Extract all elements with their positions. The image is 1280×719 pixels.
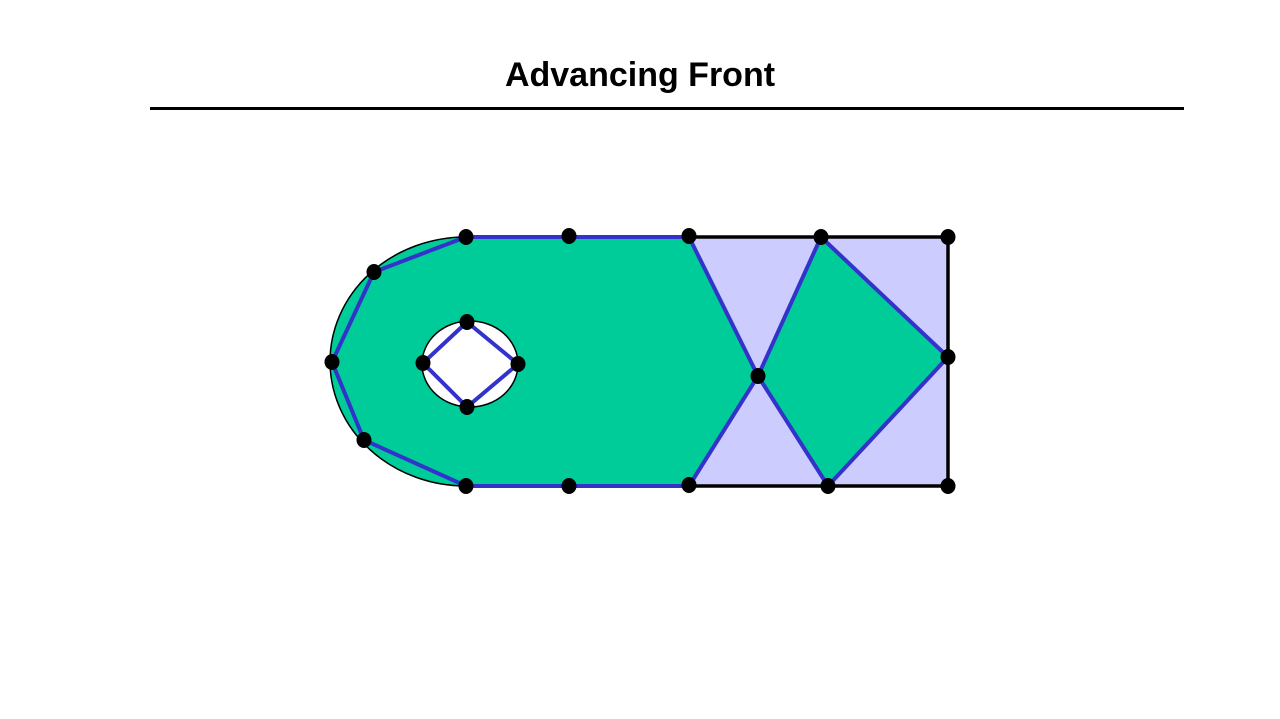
mesh-node <box>820 478 836 494</box>
mesh-nodes <box>324 228 956 494</box>
hole <box>421 320 519 408</box>
mesh-node <box>940 478 956 494</box>
mesh-node <box>458 229 474 245</box>
mesh-node <box>510 356 526 372</box>
mesh-node <box>681 477 697 493</box>
mesh-node <box>366 264 382 280</box>
mesh-node <box>681 228 697 244</box>
mesh-node <box>415 355 431 371</box>
mesh-node <box>324 354 340 370</box>
mesh-node <box>459 399 475 415</box>
unmeshed-diamond <box>758 237 948 486</box>
mesh-node <box>459 314 475 330</box>
mesh-node <box>940 349 956 365</box>
unmeshed-region <box>330 237 758 486</box>
title-divider <box>150 107 1184 110</box>
mesh-node <box>813 229 829 245</box>
mesh-node <box>356 432 372 448</box>
mesh-node <box>940 229 956 245</box>
mesh-node <box>561 228 577 244</box>
mesh-node <box>458 478 474 494</box>
slide-title: Advancing Front <box>504 56 776 94</box>
mesh-node <box>750 368 766 384</box>
mesh-node <box>561 478 577 494</box>
